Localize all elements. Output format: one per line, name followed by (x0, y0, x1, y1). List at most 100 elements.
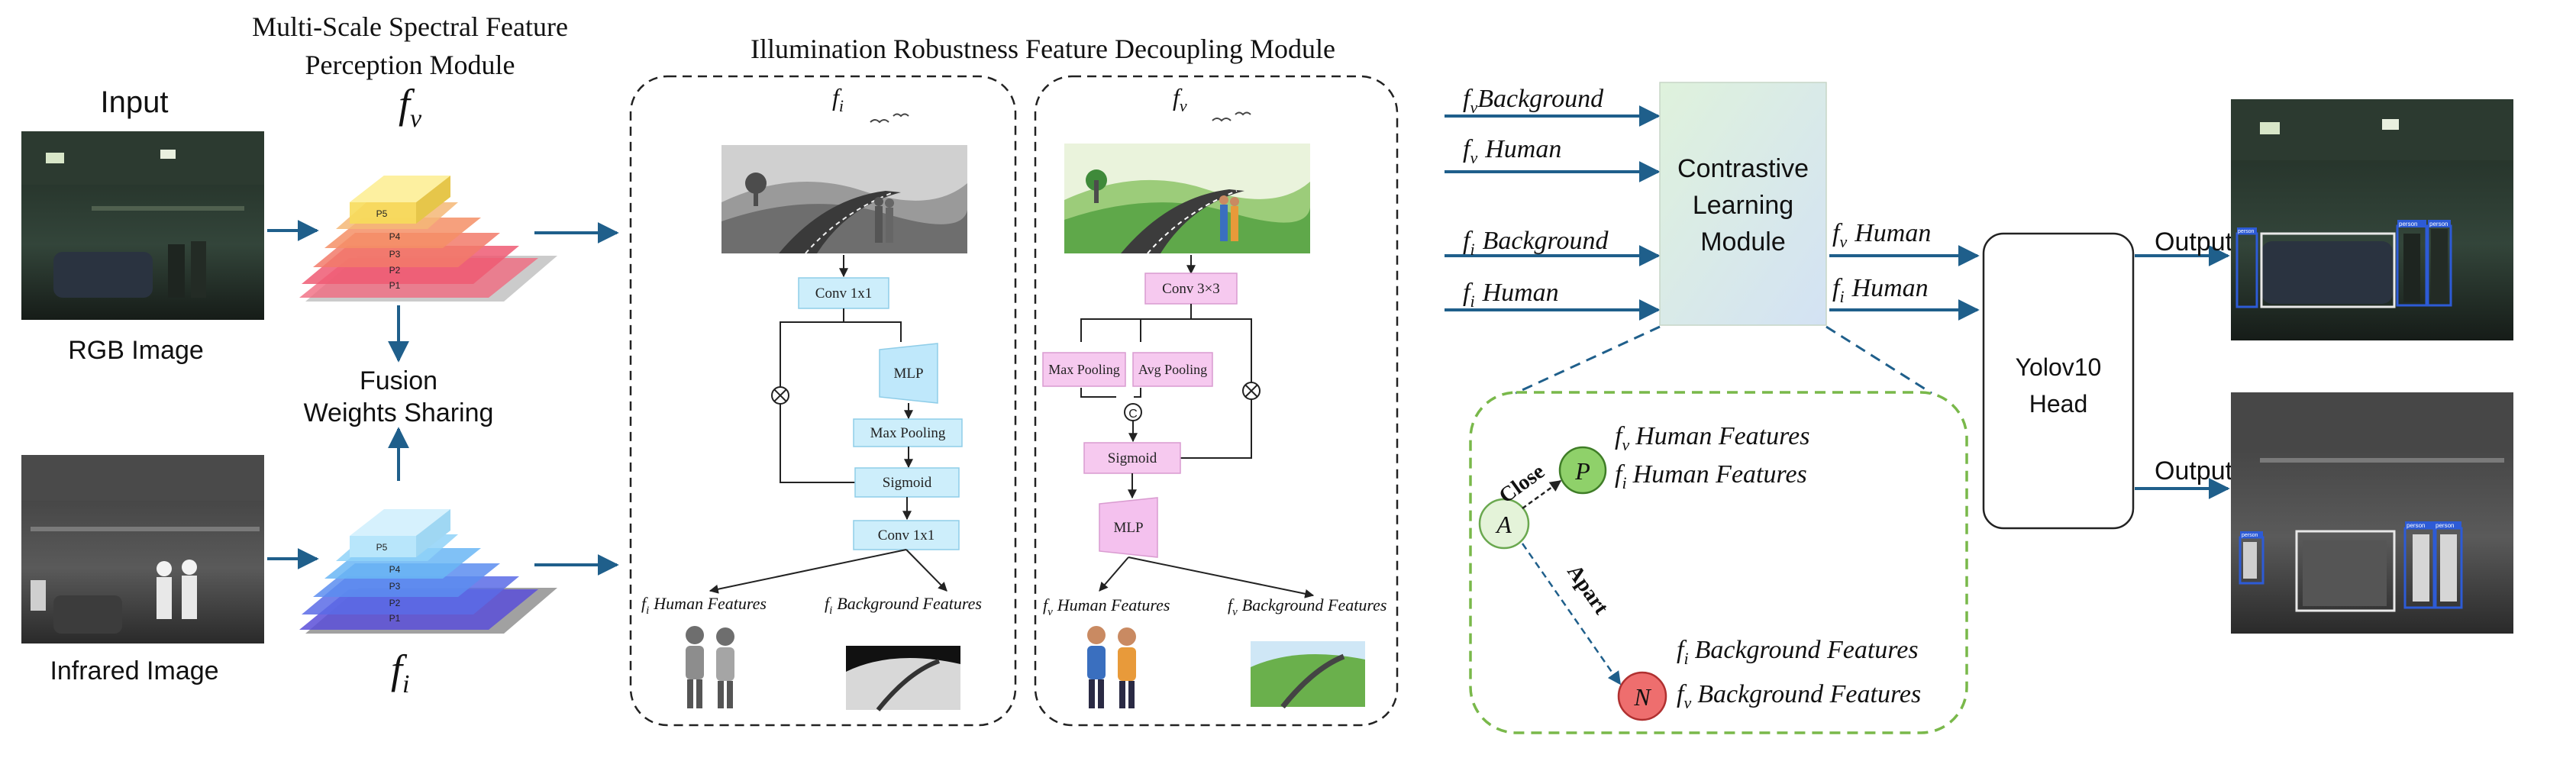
right-maxpool-label: Max Pooling (1048, 362, 1120, 377)
ir-det-label-2: person (2436, 522, 2454, 529)
rgb-level-p5: P5 (376, 208, 388, 219)
right-multiply-icon (1242, 382, 1261, 400)
rgb-caption: RGB Image (68, 336, 204, 365)
ir-feature-pyramid (299, 509, 557, 634)
right-maxpool-box (1042, 352, 1126, 387)
clm-line1: Contrastive (1677, 154, 1809, 183)
head-line2: Head (2029, 390, 2088, 418)
irfd-title: Illumination Robustness Feature Decoupli… (751, 34, 1335, 64)
clm-line2: Learning (1693, 191, 1793, 220)
ir-caption: Infrared Image (50, 656, 218, 685)
contrastive-learning-module (1659, 82, 1827, 326)
input-title: Input (101, 85, 169, 119)
right-conv-top-label: Conv 3×3 (1162, 281, 1220, 297)
fusion-label-line1: Fusion (360, 366, 437, 395)
left-maxpool-label: Max Pooling (870, 425, 946, 441)
clm-detail-right-line (1825, 325, 1932, 395)
right-avgpool-box (1132, 352, 1213, 387)
clm-input-fv-background: fvBackground (1463, 85, 1604, 117)
fusion-label-line2: Weights Sharing (304, 398, 494, 427)
left-to-human-arrow (709, 549, 907, 594)
right-bird-icon (1212, 111, 1251, 122)
left-bird-icon (870, 113, 909, 124)
node-n-label: N (1633, 683, 1651, 711)
clm-line3: Module (1700, 227, 1786, 256)
rgb-level-p1: P1 (389, 280, 401, 291)
left-conv-top-box (798, 277, 889, 309)
right-human-figures (1087, 626, 1136, 708)
rgb-det-label-3: person (2238, 229, 2255, 234)
right-background-scene (1251, 641, 1365, 709)
left-mlp-label: MLP (893, 366, 923, 382)
irfd-left-head: fi (832, 83, 844, 115)
left-gray-road-scene (721, 145, 967, 254)
ir-level-p5: P5 (376, 542, 388, 553)
close-arrow (1522, 479, 1562, 510)
right-concat-label: C (1128, 408, 1138, 421)
ir-det-label-1: person (2407, 522, 2425, 529)
msfp-title-line1: Multi-Scale Spectral Feature (252, 11, 568, 42)
left-sigmoid-box (854, 467, 960, 498)
right-mlp-box: MLP (1099, 497, 1158, 558)
irfd-right-head: fv (1173, 83, 1187, 115)
yolov10-head (1982, 232, 2135, 530)
left-human-figures (686, 626, 734, 708)
left-sigmoid-label: Sigmoid (883, 475, 932, 491)
right-avgpool-label: Avg Pooling (1138, 362, 1207, 377)
node-a-label: A (1495, 511, 1512, 538)
bottom-output-label: Output (2155, 456, 2233, 485)
ir-pyramid-level-labels: P5 P4 P3 P2 P1 (376, 542, 401, 624)
rgb-detection-output: person person person (2231, 99, 2513, 340)
right-green-road-scene (1064, 144, 1310, 254)
left-flow-lines (780, 308, 902, 483)
rgb-input-image (21, 131, 264, 320)
node-a: A (1478, 498, 1530, 550)
left-conv-top-label: Conv 1x1 (815, 285, 872, 302)
irfd-right-panel (1034, 75, 1399, 727)
rgb-level-p3: P3 (389, 249, 401, 260)
ir-level-p1: P1 (389, 613, 401, 624)
contrastive-detail-panel (1469, 391, 1968, 734)
rgb-pyramid-level-labels: P5 P4 P3 P2 P1 (376, 208, 401, 291)
ir-det-label-3: person (2242, 533, 2258, 538)
rgb-det-label-1: person (2399, 221, 2417, 227)
ir-level-p3: P3 (389, 581, 401, 592)
infrared-input-image (21, 455, 264, 643)
msfp-fv-label: fv (399, 81, 422, 133)
ir-detection-output: person person person (2231, 392, 2513, 634)
right-concat-icon: C (1124, 403, 1142, 421)
right-to-human-arrow (1099, 556, 1129, 592)
apart-arrow (1521, 543, 1622, 685)
node-p: P (1558, 446, 1607, 495)
top-output-label: Output (2155, 227, 2233, 256)
right-sigmoid-label: Sigmoid (1108, 450, 1157, 466)
irfd-left-panel (629, 75, 1017, 727)
rgb-feature-pyramid (299, 176, 557, 302)
left-to-background-arrow (905, 549, 947, 592)
clm-detail-left-line (1515, 325, 1661, 395)
node-n: N (1617, 671, 1667, 721)
left-background-scene (846, 646, 960, 711)
left-maxpool-box (853, 418, 963, 447)
rgb-level-p2: P2 (389, 265, 401, 276)
right-mlp-label: MLP (1113, 520, 1143, 536)
left-conv-bottom-box (853, 520, 960, 550)
ir-level-p4: P4 (389, 564, 401, 575)
msfp-fi-label: fi (391, 647, 409, 698)
rgb-level-p4: P4 (389, 231, 401, 242)
